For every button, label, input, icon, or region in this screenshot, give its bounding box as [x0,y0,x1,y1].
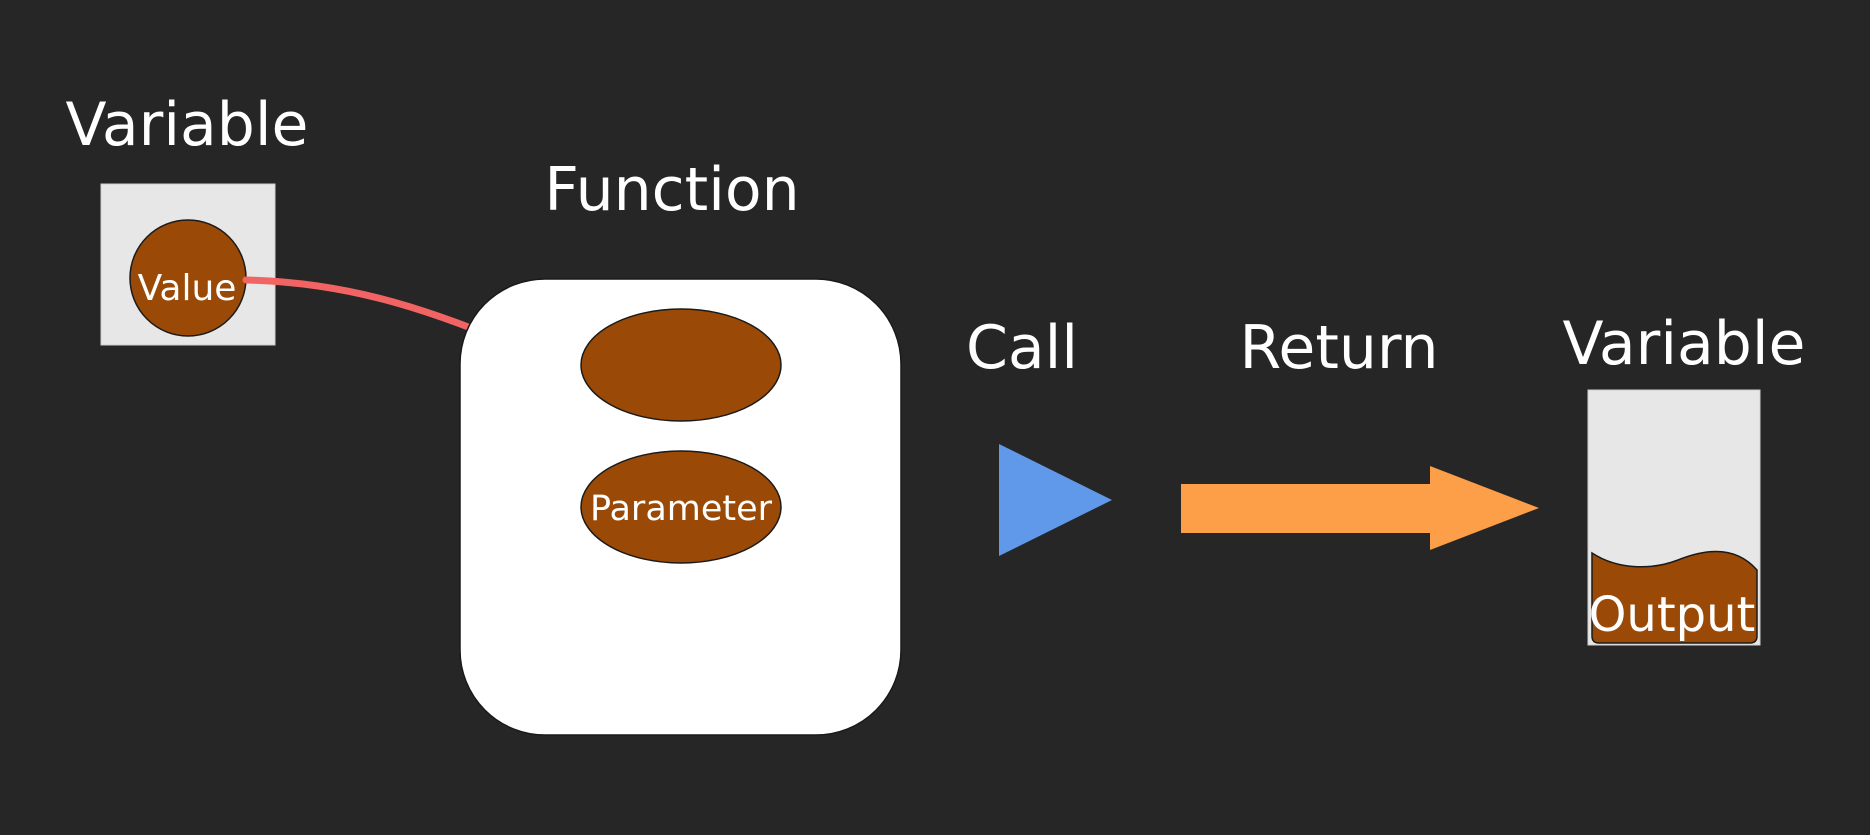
output-fill [1591,550,1758,644]
variable-out-label: Variable [1563,309,1806,379]
function-label: Function [544,155,799,225]
variable-in-label: Variable [66,90,309,160]
parameter-label: Parameter [590,489,773,529]
return-label: Return [1239,313,1438,383]
call-arrow [999,444,1112,556]
return-arrow [1181,466,1539,550]
value-label: Value [138,268,237,309]
parameter-ellipse [580,450,782,564]
argument-slot [580,308,782,422]
output-label: Output [1589,587,1756,643]
call-label: Call [966,313,1078,383]
